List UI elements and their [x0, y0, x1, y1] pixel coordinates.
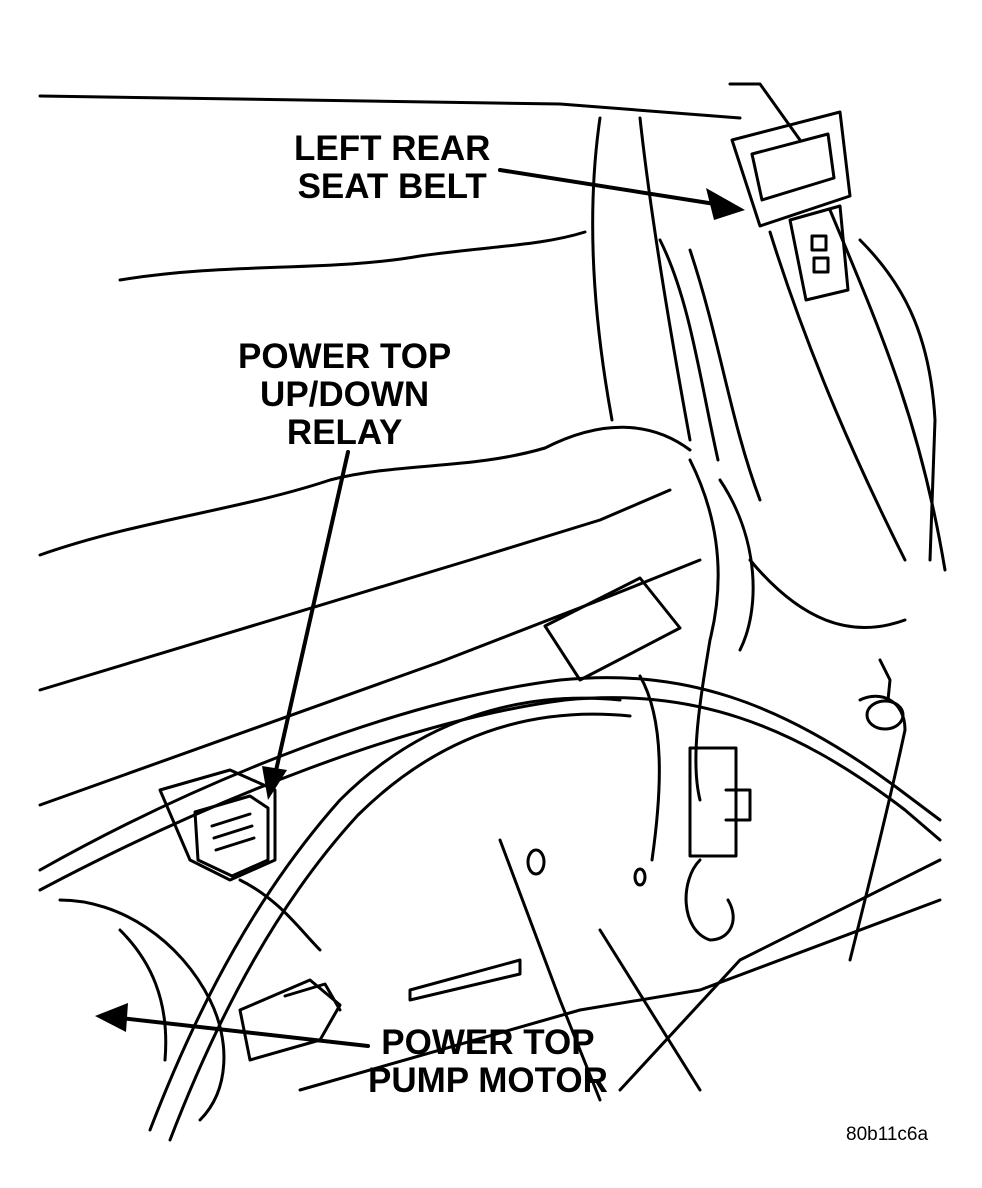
- seat-belt-arrowhead: [706, 188, 745, 220]
- seat-back-top-edge: [38, 446, 547, 557]
- motor-connector-body: [283, 982, 342, 1012]
- pump-motor-end: [118, 928, 168, 1062]
- anchor-wire: [878, 658, 892, 702]
- harness-connector: [688, 746, 738, 858]
- pump-motor-leader-line: [118, 1016, 370, 1048]
- seat-belt-tongue-hole-1: [810, 234, 828, 252]
- harness-wire-1: [38, 676, 942, 872]
- seat-belt-strap-left: [768, 230, 907, 562]
- pillar-trim-2: [688, 248, 762, 502]
- trunk-wall-2: [598, 928, 702, 1092]
- relay-pin-1: [210, 812, 252, 828]
- harness-wire-5: [688, 458, 720, 802]
- relay-leader-line: [273, 450, 350, 777]
- seat-belt-upper-strap: [728, 82, 802, 142]
- mount-hole-2: [633, 867, 647, 887]
- relay-pin-2: [212, 824, 254, 840]
- hood-rectangle: [543, 576, 682, 682]
- label-power-top-relay: POWER TOP UP/DOWN RELAY: [238, 338, 451, 452]
- pillar-inner-edge: [638, 116, 692, 442]
- label-line: POWER TOP: [381, 1023, 595, 1062]
- label-line: RELAY: [286, 413, 403, 452]
- label-left-rear-seat-belt: LEFT REAR SEAT BELT: [294, 130, 490, 206]
- relay-pin-3: [214, 836, 256, 852]
- seat-back-fold: [543, 425, 692, 452]
- pump-motor-arrowhead: [95, 1003, 128, 1032]
- seat-belt-tongue-hole-2: [812, 256, 830, 274]
- label-line: SEAT BELT: [297, 167, 487, 206]
- seat-belt-lower-anchor: [848, 694, 907, 962]
- seat-belt-buckle: [730, 110, 852, 228]
- figure-reference-code: 80b11c6a: [846, 1124, 929, 1145]
- seat-back-lower-edge: [38, 488, 672, 692]
- seat-belt-anchor-bolt: [865, 699, 905, 731]
- trunk-floor-panel: [618, 858, 942, 1092]
- relay-harness: [238, 878, 322, 952]
- harness-wire-2: [38, 696, 942, 892]
- seat-belt-buckle-slot: [750, 132, 836, 202]
- harness-connector-latch: [724, 788, 752, 822]
- seat-belt-tongue: [788, 204, 850, 302]
- relay-body: [193, 794, 270, 878]
- motor-connector: [238, 978, 342, 1062]
- label-line: PUMP MOTOR: [368, 1061, 608, 1100]
- pillar-left-edge: [591, 116, 614, 422]
- seat-back-surface: [38, 558, 702, 807]
- harness-wire-6: [718, 478, 755, 652]
- seat-belt-side-panel: [858, 238, 937, 562]
- top-trim-edge: [38, 94, 742, 120]
- label-line: POWER TOP: [238, 337, 452, 376]
- harness-wire-3: [148, 696, 622, 1132]
- trunk-slot: [408, 958, 522, 1002]
- pump-motor-housing: [58, 898, 226, 1122]
- harness-wire-7: [748, 558, 907, 629]
- relay-arrowhead: [262, 766, 287, 800]
- label-line: UP/DOWN: [260, 375, 430, 414]
- seat-belt-leader-line: [498, 168, 717, 206]
- hook-wire: [638, 674, 661, 862]
- relay-mount-bracket: [158, 768, 277, 882]
- label-line: LEFT REAR: [294, 129, 491, 168]
- mount-hole-1: [526, 848, 546, 876]
- trunk-floor-edge: [298, 898, 942, 1092]
- trunk-wall-1: [498, 838, 602, 1102]
- seat-belt-strap-right: [828, 208, 947, 572]
- upper-seat-edge: [118, 230, 587, 282]
- label-power-top-pump-motor: POWER TOP PUMP MOTOR: [368, 1024, 608, 1100]
- harness-hook: [684, 858, 735, 942]
- pillar-trim-1: [658, 238, 720, 462]
